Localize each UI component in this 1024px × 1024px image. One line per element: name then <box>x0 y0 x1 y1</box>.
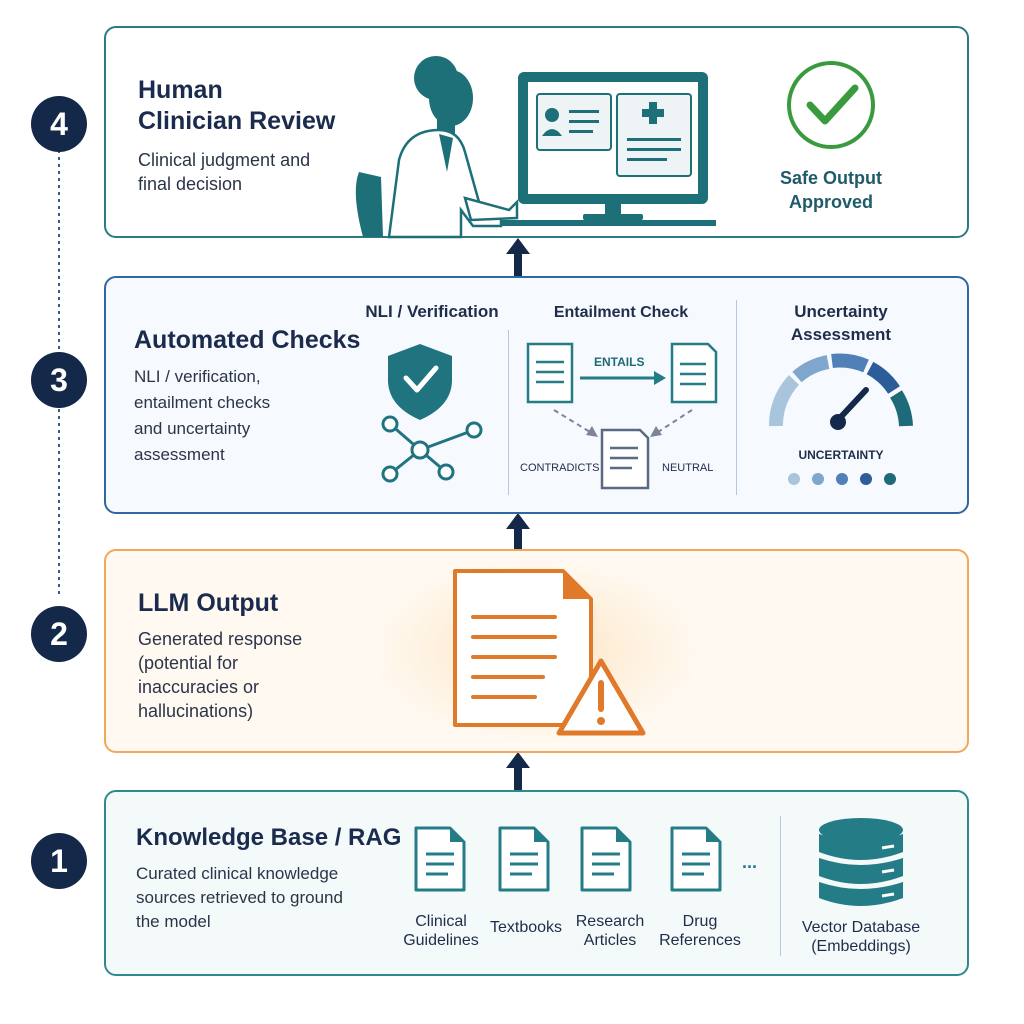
uncertainty-label: UNCERTAINTY <box>798 448 884 462</box>
document-icon <box>580 826 632 892</box>
panel-title: Automated Checks <box>134 326 361 354</box>
document-icon <box>670 826 722 892</box>
source-label: Research Articles <box>575 913 645 949</box>
knowledge-base-panel: Knowledge Base / RAG Curated clinical kn… <box>104 790 969 976</box>
uncertainty-assessment-heading: Uncertainty Assessment <box>790 302 892 344</box>
panel-title: Human Clinician Review <box>138 76 336 135</box>
source-label: Clinical Guidelines <box>403 913 479 949</box>
document-icon <box>414 826 466 892</box>
contradicts-label: CONTRADICTS <box>520 462 600 474</box>
arrow-up-icon <box>506 752 530 790</box>
divider <box>736 300 737 495</box>
checkmark-circle-icon <box>787 61 875 149</box>
step-badge-2: 2 <box>31 606 87 662</box>
shield-network-icon <box>381 344 483 483</box>
step-badge-4: 4 <box>31 96 87 152</box>
entails-label: ENTAILS <box>594 355 645 369</box>
safe-output-status: Safe Output Approved <box>780 168 882 212</box>
uncertainty-gauge-icon <box>769 353 913 430</box>
arrow-up-icon <box>506 513 530 549</box>
panel-description: Curated clinical knowledge sources retri… <box>136 864 343 931</box>
nli-verification-heading: NLI / Verification <box>365 302 499 321</box>
entailment-check-heading: Entailment Check <box>553 304 689 321</box>
panel-description: Clinical judgment and final decision <box>138 150 311 194</box>
vector-database-label: Vector Database (Embeddings) <box>801 919 921 955</box>
divider <box>780 816 781 956</box>
panel-title: LLM Output <box>138 589 279 617</box>
source-label: Textbooks <box>489 919 563 936</box>
entailment-diagram-icon <box>526 342 718 490</box>
panel-description: Generated response (potential for inaccu… <box>138 629 303 721</box>
neutral-label: NEUTRAL <box>662 462 714 474</box>
uncertainty-level-dots-icon <box>788 473 896 485</box>
more-sources-ellipsis: ... <box>742 852 758 872</box>
arrow-up-icon <box>506 238 530 278</box>
panel-description: NLI / verification, entailment checks an… <box>134 367 271 464</box>
clinician-at-computer-icon <box>355 56 716 239</box>
source-label: Drug References <box>659 913 741 949</box>
document-warning-icon <box>453 569 646 736</box>
automated-checks-panel: Automated Checks NLI / verification, ent… <box>104 276 969 514</box>
human-review-panel: Human Clinician Review Clinical judgment… <box>104 26 969 239</box>
panel-title: Knowledge Base / RAG <box>136 824 402 851</box>
divider <box>508 330 509 495</box>
step-badge-3: 3 <box>31 352 87 408</box>
step-badge-1: 1 <box>31 833 87 889</box>
database-icon <box>819 818 903 906</box>
llm-output-panel: LLM Output Generated response (potential… <box>104 549 969 753</box>
document-icon <box>498 826 550 892</box>
